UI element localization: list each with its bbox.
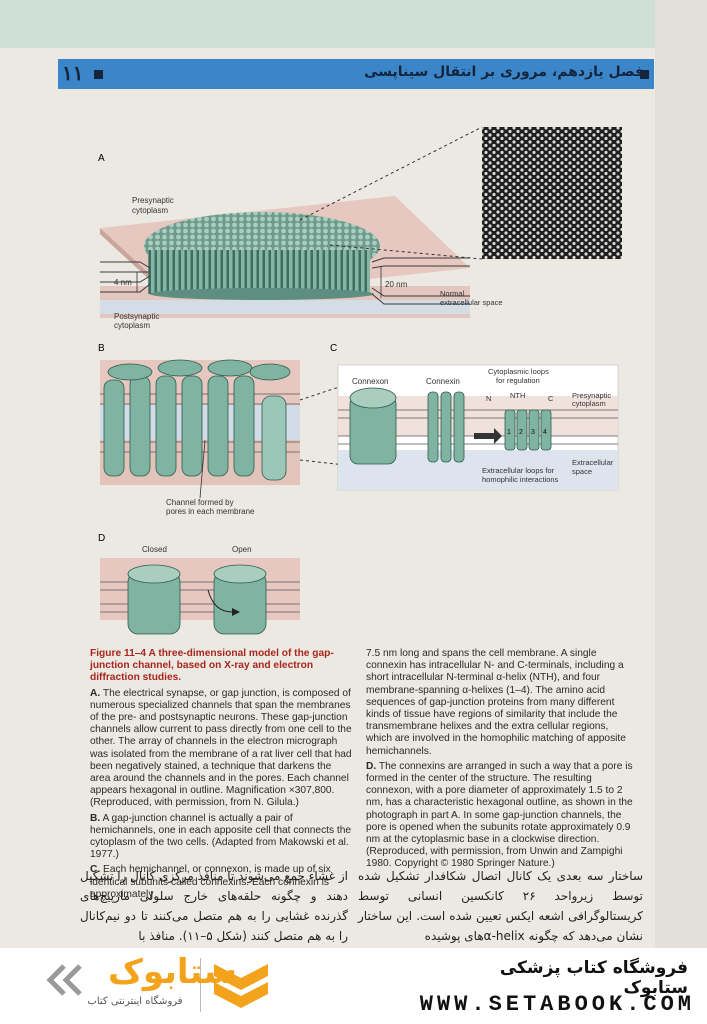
panel-a-letter: A bbox=[98, 153, 105, 164]
electron-micrograph bbox=[482, 127, 622, 259]
panel-c: C Connexon Connexin Cytopla bbox=[330, 343, 619, 491]
channel-array-pillars bbox=[148, 250, 370, 294]
helix-4: 4 bbox=[543, 429, 547, 436]
panel-a-postsynaptic-label: Postsynaptic bbox=[114, 312, 159, 321]
body-text-right-column: ساختار سه بعدی یک کانال اتصال شکافدار تش… bbox=[358, 869, 643, 943]
helix-2: 2 bbox=[519, 429, 523, 436]
panel-b-letter: B bbox=[98, 343, 105, 354]
nth-label: NTH bbox=[510, 391, 525, 400]
figure-caption-left: Figure 11–4 A three-dimensional model of… bbox=[90, 648, 352, 904]
logo-divider bbox=[200, 958, 201, 1012]
store-footer-banner: ستابوک فروشگاه اینترنتی کتاب فروشگاه کتا… bbox=[0, 948, 707, 1024]
caption-b-text: A gap-junction channel is actually a pai… bbox=[90, 812, 352, 861]
store-name: فروشگاه کتاب پزشکی ستابوک bbox=[499, 958, 688, 998]
right-page-edge bbox=[655, 0, 707, 948]
caption-d-text: The connexins are arranged in such a way… bbox=[366, 760, 633, 870]
caption-d-letter: D. bbox=[366, 760, 377, 772]
cyto-loops-label-2: for regulation bbox=[496, 376, 540, 385]
channel-pores-label-2: pores in each membrane bbox=[166, 507, 255, 516]
top-margin-band bbox=[0, 0, 707, 48]
normal-space-label: Normal bbox=[440, 289, 465, 298]
caption-c-letter: C. bbox=[90, 864, 101, 876]
extracellular-space-label-2: space bbox=[572, 467, 592, 476]
width-4nm-label: 4 nm bbox=[114, 278, 132, 287]
logo-tagline: فروشگاه اینترنتی کتاب bbox=[87, 996, 183, 1007]
helix-3: 3 bbox=[531, 429, 535, 436]
n-terminal-label: N bbox=[486, 394, 491, 403]
figure-caption-title: Figure 11–4 A three-dimensional model of… bbox=[90, 648, 334, 684]
panel-c-presynaptic-label-2: cytoplasm bbox=[572, 399, 606, 408]
cyto-loops-label: Cytoplasmic loops bbox=[488, 367, 549, 376]
extra-loops-label: Extracellular loops for bbox=[482, 466, 555, 475]
body-text-left-column: از غشاء جمع می‌شوند تا منافذ مرکزی کانال… bbox=[80, 869, 348, 943]
open-label: Open bbox=[232, 545, 252, 554]
connexon-label: Connexon bbox=[352, 377, 388, 386]
panel-a-presynaptic-label: Presynaptic bbox=[132, 196, 174, 205]
panel-c-presynaptic-label: Presynaptic bbox=[572, 391, 611, 400]
logo-wordmark: ستابوک bbox=[108, 952, 237, 992]
caption-a-letter: A. bbox=[90, 687, 101, 699]
caption-c-text-right: 7.5 nm long and spans the cell membrane.… bbox=[366, 648, 626, 757]
header-square-icon bbox=[640, 70, 649, 79]
panel-a-postsynaptic-label-2: cytoplasm bbox=[114, 321, 150, 330]
panel-a-presynaptic-label-2: cytoplasm bbox=[132, 206, 168, 215]
store-url-link[interactable]: WWW.SETABOOK.COM bbox=[419, 992, 695, 1017]
caption-b-letter: B. bbox=[90, 812, 101, 824]
panel-d-letter: D bbox=[98, 533, 105, 544]
panel-c-letter: C bbox=[330, 343, 337, 354]
header-square-icon bbox=[94, 70, 103, 79]
figure-caption-right: 7.5 nm long and spans the cell membrane.… bbox=[366, 648, 634, 874]
connexin-label: Connexin bbox=[426, 377, 460, 386]
chapter-title: فصل یازدهم، مروری بر انتقال سیناپسی bbox=[364, 64, 644, 80]
width-20nm-label: 20 nm bbox=[385, 280, 408, 289]
channel-pores-label: Channel formed by bbox=[166, 498, 234, 507]
caption-c-text-left: Each hemichannel, or connexon, is made u… bbox=[90, 864, 331, 900]
chapter-number: ۱۱ bbox=[62, 63, 84, 85]
panel-b: B Channel formed by pores in each membra bbox=[98, 343, 346, 516]
normal-space-label-2: extracellular space bbox=[440, 298, 503, 307]
gap-junction-figure: A Presynaptic c bbox=[98, 126, 622, 635]
caption-a-text: The electrical synapse, or gap junction,… bbox=[90, 687, 352, 809]
extracellular-space-label: Extracellular bbox=[572, 458, 614, 467]
book-page: ۱۱ فصل یازدهم، مروری بر انتقال سیناپسی A bbox=[0, 0, 707, 948]
logo-icon bbox=[214, 964, 268, 1008]
closed-label: Closed bbox=[142, 545, 167, 554]
c-terminal-label: C bbox=[548, 394, 554, 403]
extra-loops-label-2: homophilic interactions bbox=[482, 475, 559, 484]
panel-a: A Presynaptic c bbox=[98, 126, 622, 330]
panel-d: D Closed Open bbox=[98, 533, 300, 635]
chapter-header: ۱۱ فصل یازدهم، مروری بر انتقال سیناپسی bbox=[58, 59, 654, 89]
logo-chevron-icon bbox=[46, 964, 82, 996]
helix-1: 1 bbox=[507, 429, 511, 436]
